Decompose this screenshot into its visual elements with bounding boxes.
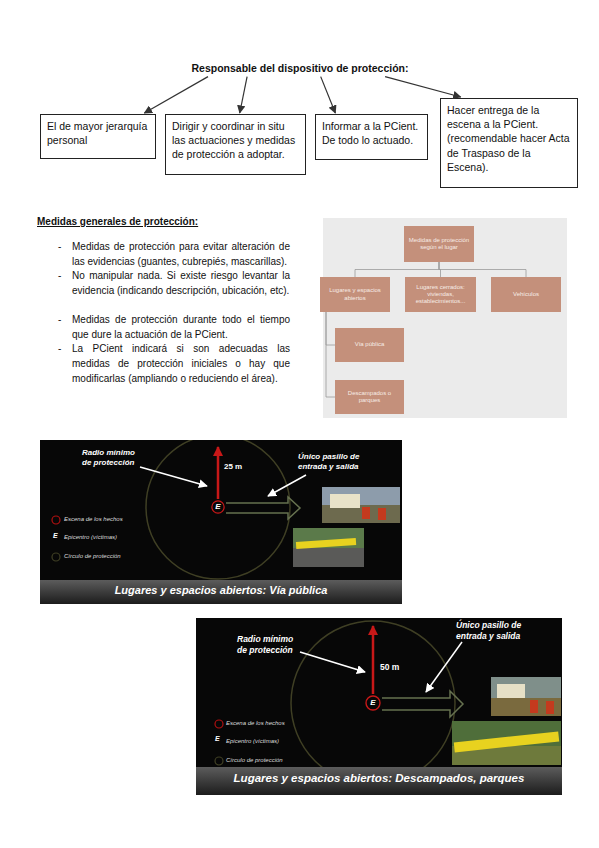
arrow-connector: [385, 77, 461, 97]
tree-box: Lugares y espacios abiertos: [320, 277, 390, 312]
photo: [452, 721, 561, 765]
protection-circle: [291, 621, 455, 785]
role-box: El de mayor jerarquía personal: [40, 114, 156, 159]
protection-circle: [146, 440, 290, 579]
tree-connector: [439, 262, 441, 277]
callout-text: Radio mínimo de protección: [237, 634, 299, 655]
leader-line: [140, 467, 207, 486]
header-text: Responsable del dispositivo de protecció…: [185, 62, 415, 76]
arrow-connector: [144, 77, 208, 113]
bullet-dash: -: [58, 268, 61, 283]
epicenter-circle: E: [365, 695, 381, 711]
epicenter-circle: E: [211, 500, 225, 514]
legend-symbol: [215, 757, 223, 765]
node-text: Medidas de protección según el lugar: [407, 237, 471, 251]
tree-connector: [439, 262, 526, 277]
callout-text: Único pasillo de entrada y salida: [298, 452, 368, 472]
legend-symbol: [52, 553, 60, 561]
legend-symbol-text: E: [53, 532, 58, 540]
legend-text: Círculo de protección: [64, 553, 121, 560]
section-heading: Medidas generales de protección:: [37, 216, 198, 228]
callout-text: Radio mínimo de protección: [82, 448, 142, 468]
bullet-text: Medidas de protección durante todo el ti…: [72, 312, 290, 342]
radius-arrow: [217, 447, 220, 499]
arrow-connector: [240, 77, 247, 113]
legend-symbol: [52, 516, 60, 524]
corridor-arrow: [226, 497, 300, 519]
caption-band: [196, 767, 562, 795]
legend-symbol: [215, 720, 223, 728]
tree-connector: [326, 312, 335, 397]
role-box: Hacer entrega de la escena a la PCient. …: [440, 98, 578, 188]
photo: [491, 677, 561, 716]
node-text: Descampados o parques: [338, 390, 401, 404]
tree-box: Descampados o parques: [335, 380, 404, 414]
dimension-label: 50 m: [380, 662, 399, 672]
legend-text: Escena de los hechos: [226, 720, 285, 727]
tree-box: Medidas de protección según el lugar: [404, 226, 474, 262]
node-text: Dirigir y coordinar in situ las actuacio…: [172, 119, 299, 162]
leader-line: [426, 642, 462, 692]
tree-box: Vehículos: [491, 277, 561, 312]
legend-text: Epicentro (víctimas): [226, 738, 279, 745]
photo: [293, 528, 364, 567]
bullet-text: No manipular nada. Si existe riesgo leva…: [72, 268, 290, 298]
photo: [322, 487, 400, 523]
epicenter-ring: [212, 501, 224, 513]
epicenter-ring: [366, 696, 380, 710]
arrow-connector: [321, 77, 336, 113]
legend-text: Epicentro (víctimas): [64, 534, 117, 541]
node-text: El de mayor jerarquía personal: [47, 119, 149, 147]
tree-box: Lugares cerrados: viviendas, establecimi…: [405, 277, 476, 312]
node-text: Lugares cerrados: viviendas, establecimi…: [408, 284, 473, 306]
node-text: Vía pública: [355, 341, 385, 348]
bullet-text: La PCient indicará si son adecuadas las …: [72, 341, 290, 386]
tree-connector: [326, 312, 335, 345]
scene-figure: [196, 618, 562, 795]
node-text: Vehículos: [513, 291, 539, 298]
node-text: Responsable del dispositivo de protecció…: [185, 62, 415, 76]
leader-line: [300, 652, 365, 672]
role-box: Informar a la PCient. De todo lo actuado…: [315, 114, 428, 160]
node-text: E: [370, 699, 375, 707]
scene-figure: [40, 440, 402, 604]
chart-panel: [323, 218, 567, 418]
bullet-dash: -: [58, 341, 61, 356]
legend-text: Círculo de protección: [226, 757, 283, 764]
bullet-dash: -: [58, 312, 61, 327]
bullet-text: Medidas de protección para evitar altera…: [72, 239, 290, 269]
legend-symbol-text: E: [215, 735, 220, 743]
caption-band: [40, 580, 402, 604]
callout-text: Único pasillo de entrada y salida: [456, 620, 528, 641]
node-text: Hacer entrega de la escena a la PCient. …: [447, 103, 571, 174]
tree-box: Vía pública: [335, 328, 404, 362]
corridor-arrow: [382, 691, 463, 717]
radius-arrow: [372, 626, 375, 694]
tree-connector: [355, 262, 439, 277]
dimension-label: 25 m: [224, 462, 242, 472]
node-text: Lugares y espacios abiertos: [323, 287, 387, 301]
figure-caption: Lugares y espacios abiertos: Descampados…: [196, 772, 562, 786]
figure-caption: Lugares y espacios abiertos: Vía pública: [40, 584, 402, 597]
role-box: Dirigir y coordinar in situ las actuacio…: [165, 114, 306, 175]
legend-text: Escena de los hechos: [64, 516, 123, 523]
leader-line: [268, 475, 306, 496]
node-text: Informar a la PCient. De todo lo actuado…: [322, 119, 421, 147]
figure-background: [196, 618, 562, 795]
node-text: E: [215, 503, 220, 511]
bullet-dash: -: [58, 239, 61, 254]
